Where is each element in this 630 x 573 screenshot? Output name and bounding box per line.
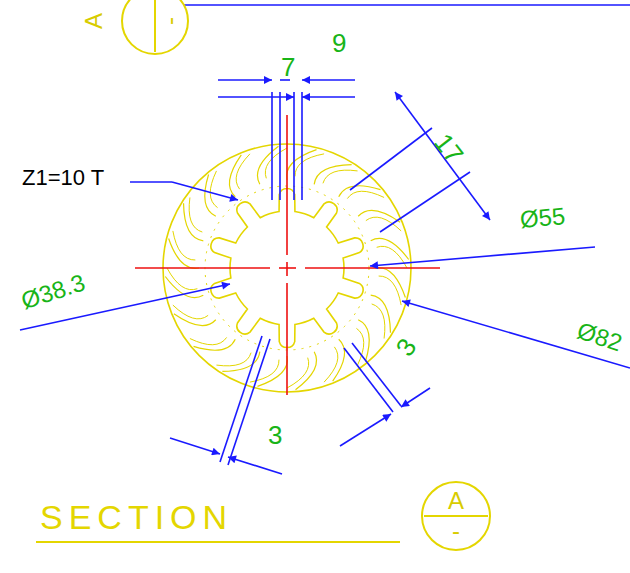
dimension-line [301,92,303,200]
center-line [286,262,288,276]
marker-circle [120,0,190,56]
dimension-lines [20,5,630,474]
tooth-line [257,146,278,184]
section-marker: A- [120,0,190,56]
tooth-line [190,337,227,344]
marker-outline [122,0,188,54]
dimension-text: Ø38.3 [18,270,88,313]
center-line [286,283,288,395]
section-title: SECTION [40,500,233,534]
tooth-line [296,352,317,390]
tooth-line [167,268,197,290]
dimension-text: 7 [281,54,295,80]
dimension-line [402,301,630,368]
tooth-line [173,305,208,319]
dimension-line [370,247,595,266]
tooth-line [347,191,384,198]
dimension-line [279,92,281,200]
tooth-line [324,347,338,382]
tooth-line [358,210,400,222]
callout-text: Z1=10 T [22,167,104,189]
dimension-line [302,79,355,81]
section-letter: A [420,489,492,513]
dimension-line [218,96,294,98]
dimension-line [293,92,295,200]
tooth-line [169,238,199,268]
tooth-line [257,356,287,386]
dimension-line [130,181,172,183]
marker-divider [154,0,156,52]
dimension-line [395,92,490,220]
tooth-line [375,268,405,298]
dimension-line [271,92,273,200]
tooth-line [210,171,217,208]
sheet-ref: - [420,519,492,543]
tooth-line [333,339,345,381]
dimension-line [380,172,470,232]
section-letter: A [82,0,106,56]
tooth-line [371,238,409,259]
center-line [286,115,288,255]
dimension-line [228,339,270,465]
tooth-line [372,304,385,339]
tooth-line [174,314,216,326]
dimension-line [228,457,282,474]
tooth-line [323,170,358,183]
dimension-line [160,4,630,6]
dimension-text: 3 [391,334,421,361]
dimension-line [340,414,391,446]
dimension-text: 3 [268,422,282,448]
dimension-line [172,182,238,200]
sheet-ref: - [158,0,182,56]
center-line [305,267,440,269]
dimension-line [302,96,355,98]
tooth-line [216,353,251,366]
dimension-text: Ø82 [574,319,625,356]
center-lines [135,115,440,395]
tooth-line [189,197,202,232]
tooth-line [371,295,391,332]
dimension-text: Ø55 [519,204,566,232]
tooth-line [184,203,204,240]
dimension-line [350,128,432,190]
dimension-text: 9 [332,30,346,56]
tooth-line [265,148,287,178]
tooth-line [356,328,363,365]
center-line [135,267,270,269]
dimension-line [352,343,401,406]
tooth-line [287,358,309,388]
tooth-line [314,165,351,185]
tooth-line [236,154,250,189]
dimension-line [401,388,430,407]
dimension-line [220,336,262,462]
section-marker: A- [420,480,492,552]
marker-divider [424,515,488,517]
title-underline [36,541,400,543]
tooth-line [229,155,241,197]
dimension-line [218,79,272,81]
dimension-text: 17 [430,129,468,168]
dimension-line [344,348,393,412]
dimension-line [170,438,220,454]
